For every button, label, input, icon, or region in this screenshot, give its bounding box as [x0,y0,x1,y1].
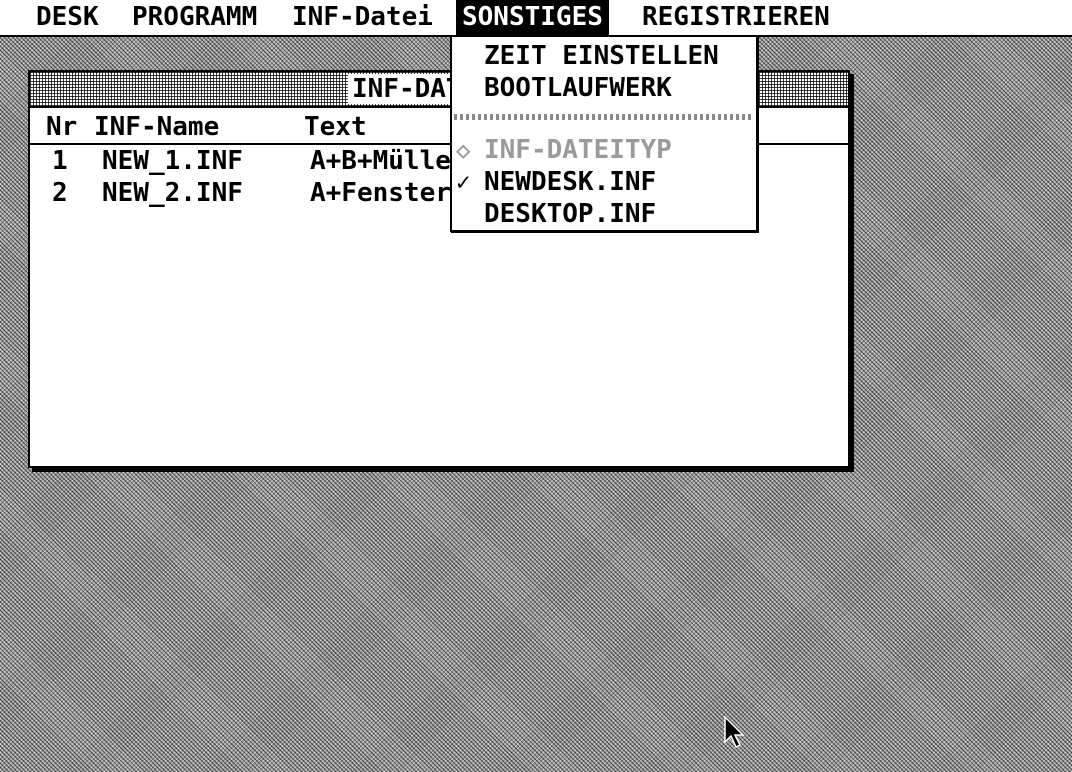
row-text: A+Fenster [310,178,451,208]
column-header-inf-name: INF-Name [94,112,220,142]
menu-inf-datei[interactable]: INF-Datei [292,2,433,32]
arrow-pointer-icon [724,716,745,749]
window-title: INF-DAT [348,74,466,104]
menu-item-inf-dateityp: INF-DATEITYP [484,135,672,165]
menu-desk[interactable]: DESK [36,2,99,32]
row-text: A+B+Mülle [310,146,451,176]
diamond-icon: ◇ [456,136,471,164]
sonstiges-dropdown: ZEIT EINSTELLEN BOOTLAUFWERK ◇ INF-DATEI… [450,35,758,232]
row-inf-name: NEW_1.INF [102,146,243,176]
column-header-text: Text [304,112,367,142]
column-header-nr: Nr [46,112,78,142]
menu-sonstiges[interactable]: SONSTIGES [456,0,609,35]
check-mark-icon: ✓ [456,168,471,196]
menu-separator [454,114,754,120]
row-nr: 1 [52,146,68,176]
menu-bar: DESK PROGRAMM INF-Datei SONSTIGES REGIST… [0,0,1072,37]
menu-item-bootlaufwerk[interactable]: BOOTLAUFWERK [484,73,672,103]
menu-item-zeit-einstellen[interactable]: ZEIT EINSTELLEN [484,41,719,71]
row-nr: 2 [52,178,68,208]
menu-item-desktop-inf[interactable]: DESKTOP.INF [484,199,657,229]
row-inf-name: NEW_2.INF [102,178,243,208]
header-divider [30,143,848,145]
menu-item-newdesk-inf[interactable]: NEWDESK.INF [484,167,657,197]
menu-programm[interactable]: PROGRAMM [132,2,258,32]
menu-registrieren[interactable]: REGISTRIEREN [642,2,830,32]
